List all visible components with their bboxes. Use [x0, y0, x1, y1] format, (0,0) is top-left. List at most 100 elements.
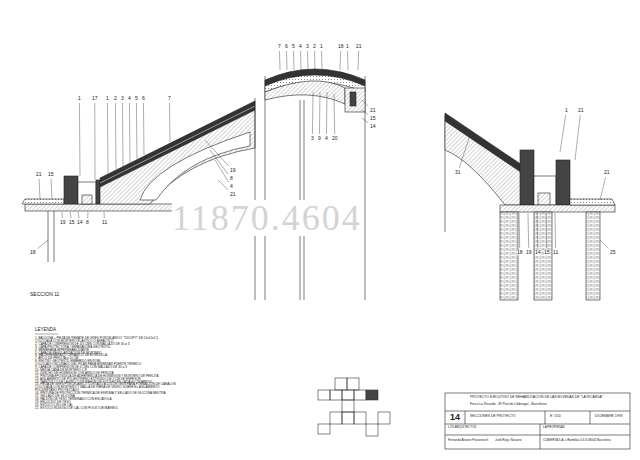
leader-line: [575, 115, 580, 160]
drawing-stroke: [445, 121, 522, 205]
callout-number: 6: [285, 44, 288, 49]
callout-number: 5: [135, 96, 138, 101]
callout-number: 18: [30, 250, 36, 255]
drawing-stroke: [354, 412, 366, 424]
drawing-stroke: [335, 378, 347, 390]
leader-line: [560, 115, 566, 152]
leader-line: [312, 92, 314, 134]
drawing-stroke: [445, 393, 630, 449]
callout-number: 11: [553, 250, 558, 255]
leader-line: [215, 160, 229, 182]
callout-number: 1: [78, 96, 81, 101]
callout-number: 15: [544, 250, 550, 255]
leader-line: [326, 92, 328, 134]
callout-number: 21: [356, 44, 362, 49]
callout-number: 3: [306, 44, 309, 49]
drawing-stroke: [556, 160, 570, 205]
leader-line: [78, 212, 79, 218]
callout-number: 2: [313, 44, 316, 49]
leader-line: [362, 100, 368, 106]
leader-line: [300, 51, 301, 70]
callout-number: 3: [311, 136, 314, 141]
callout-number: 14: [370, 124, 376, 129]
drawing-stroke: [100, 110, 255, 204]
callout-number: 17: [92, 96, 98, 101]
title-block-text: E: 1/10: [550, 415, 561, 418]
leader-line: [319, 92, 321, 134]
right-section: [445, 113, 615, 300]
drawing-stroke: [445, 435, 630, 436]
drawing-stroke: [54, 211, 55, 262]
drawing-stroke: [538, 193, 550, 205]
callout-number: 19: [230, 168, 236, 173]
drawing-stroke: [590, 411, 591, 424]
leader-line: [347, 51, 348, 70]
leader-line: [87, 212, 88, 218]
callout-number: 11: [102, 220, 107, 225]
title-block-text: LA PROPIEDAD: [543, 426, 565, 429]
callout-number: 19: [526, 250, 532, 255]
leader-line: [94, 103, 95, 180]
callout-number: 15: [69, 220, 75, 225]
title-block-text: CUBIERTA S.A. c/Ramblas 4-6-8 08002 Barc…: [543, 439, 611, 442]
callout-number: 6: [142, 96, 145, 101]
callout-number: 7: [278, 44, 281, 49]
drawing-stroke: [534, 176, 556, 205]
leader-line: [293, 51, 294, 70]
leader-line: [459, 135, 470, 168]
callout-number: 14: [535, 250, 541, 255]
left-section: [22, 98, 255, 300]
leader-line: [39, 179, 41, 199]
title-block-text: SECCIONES DE PROYECTO: [470, 415, 516, 418]
drawing-stroke: [330, 412, 342, 424]
leader-line: [205, 140, 229, 166]
drawing-stroke: [445, 411, 630, 412]
drawing-stroke: [347, 378, 359, 390]
callout-number: 1: [565, 108, 568, 113]
leader-line: [314, 51, 315, 70]
leader-line: [62, 212, 63, 218]
drawing-stroke: [570, 199, 615, 205]
leader-line: [79, 103, 81, 176]
callout-number: 21: [36, 172, 42, 177]
key-plan: [318, 378, 390, 436]
leader-line: [136, 103, 138, 159]
drawing-stroke: [265, 76, 266, 300]
callout-number: 7: [168, 96, 171, 101]
drawing-stroke: [378, 412, 390, 424]
drawing-stroke: [48, 211, 49, 262]
leader-line: [537, 213, 539, 248]
leader-line: [362, 118, 368, 123]
drawing-stroke: [540, 424, 541, 449]
drawing-stroke: [545, 411, 546, 424]
legend-rule: [35, 334, 58, 335]
drawing-stroke: [78, 182, 96, 204]
leader-line: [210, 150, 228, 174]
drawing-stroke: [350, 92, 356, 106]
drawing-stroke: [330, 390, 342, 400]
callout-number: 3: [121, 96, 124, 101]
callout-number: 8: [86, 220, 89, 225]
title-block-text: Finca La Ricarda , El Prat de Llobregat …: [470, 403, 547, 406]
drawing-stroke: [255, 98, 256, 300]
callout-number: 4: [128, 96, 131, 101]
callout-number: 21: [370, 108, 376, 113]
leader-line: [115, 103, 117, 169]
title-block-text: Fernando Alvarez Prozorovich: [448, 439, 488, 442]
leader-line: [340, 51, 342, 70]
drawing-stroke: [140, 132, 250, 200]
callout-number: 1: [106, 96, 109, 101]
leader-line: [546, 213, 548, 248]
title-block-text: Jordi Roig i Navarro: [495, 439, 522, 442]
callout-number: 18: [338, 44, 344, 49]
leader-line: [528, 213, 530, 248]
leader-line: [143, 103, 145, 155]
drawing-stroke: [265, 81, 345, 104]
drawing-stroke: [586, 212, 600, 300]
drawing-stroke: [445, 424, 630, 425]
center-section: [265, 69, 365, 300]
leader-line: [307, 51, 308, 70]
callout-number: 9: [318, 136, 321, 141]
drawing-stroke: [342, 400, 354, 412]
leader-line: [169, 103, 171, 142]
